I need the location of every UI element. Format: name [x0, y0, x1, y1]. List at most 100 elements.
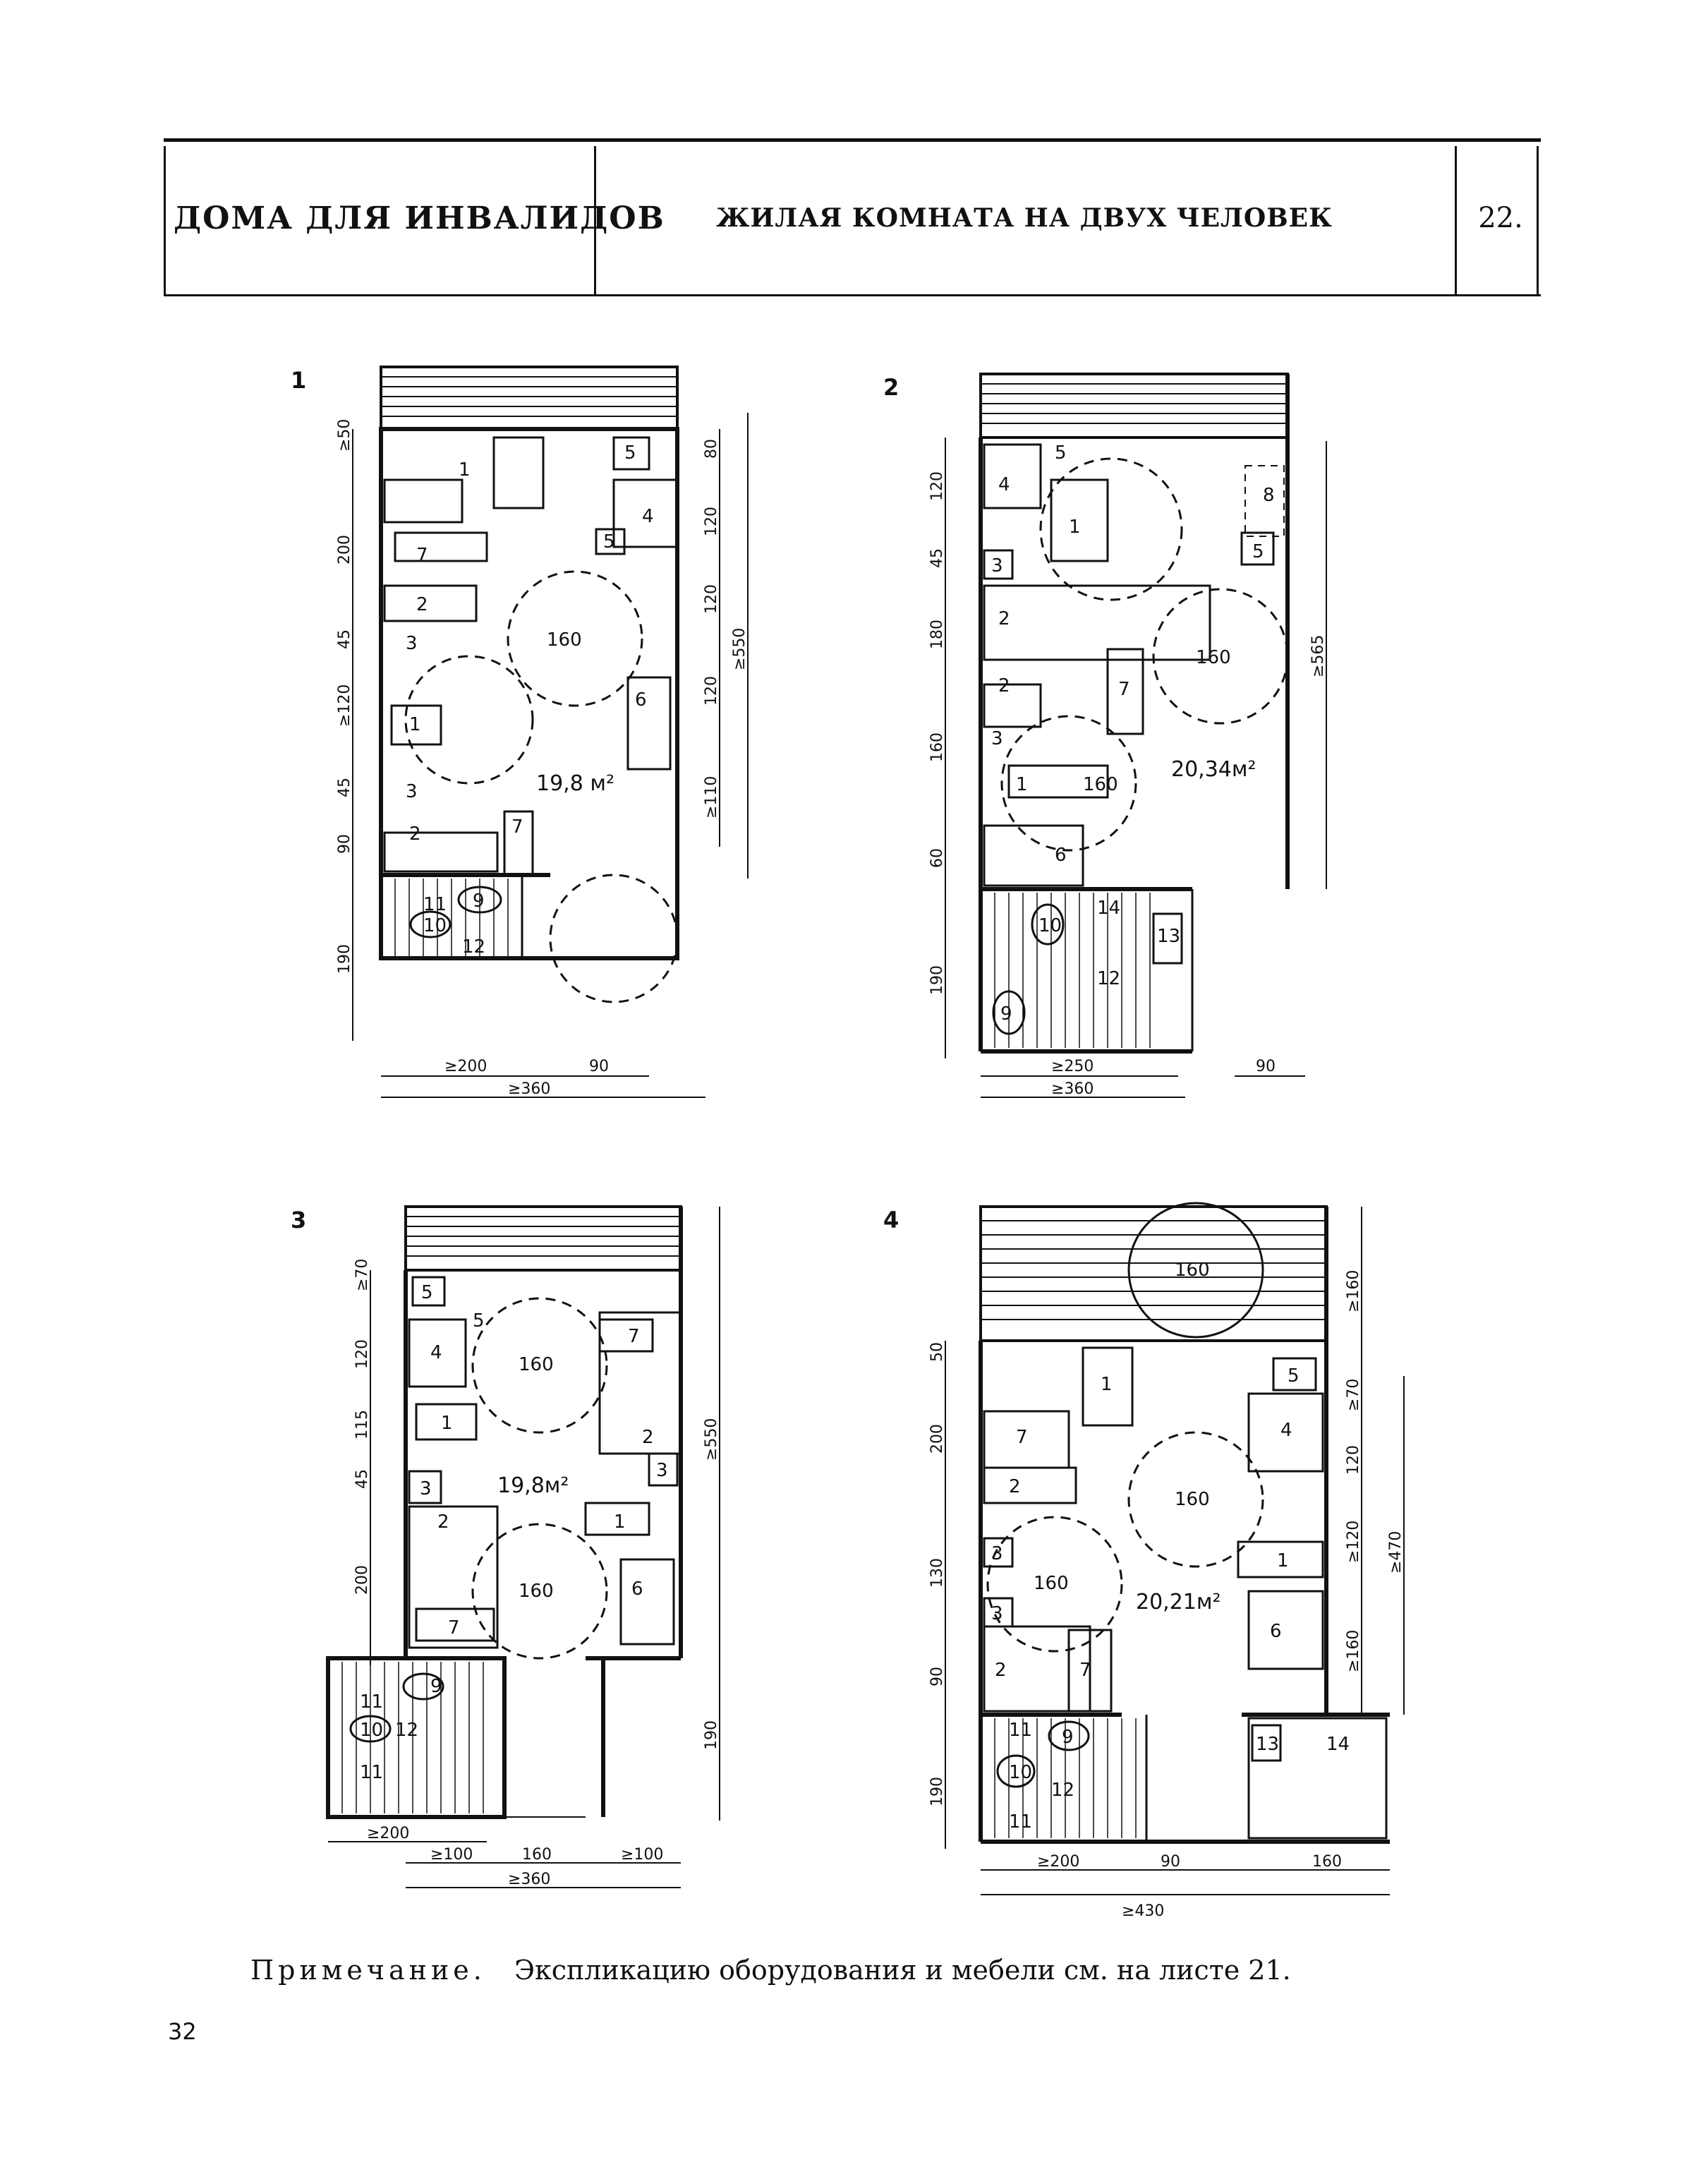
item-label: 14 — [1326, 1734, 1350, 1755]
item-label: 1 — [1277, 1550, 1289, 1571]
dimension-label: ≥470 — [1387, 1531, 1405, 1574]
item-label: 3 — [991, 728, 1003, 749]
sheet-header: ДОМА ДЛЯ ИНВАЛИДОВ ЖИЛАЯ КОМНАТА НА ДВУХ… — [164, 138, 1541, 296]
item-label: 10 — [423, 915, 447, 936]
item-label: 4 — [430, 1342, 442, 1363]
item-label: 1 — [1069, 517, 1081, 538]
item-label: 1 — [614, 1511, 626, 1533]
floor-plan-3: 5 4 5 7 1 2 3 3 2 1 7 6 9 11 10 12 11 16… — [326, 1205, 720, 1888]
item-label: 6 — [1055, 845, 1067, 866]
header-divider — [1537, 146, 1539, 294]
item-label: 9 — [1062, 1727, 1074, 1748]
item-label: 7 — [511, 816, 523, 838]
item-label: 9 — [473, 891, 485, 912]
header-section-title: ДОМА ДЛЯ ИНВАЛИДОВ — [174, 200, 665, 236]
item-label: 10 — [1009, 1762, 1032, 1783]
item-label: 1 — [1101, 1374, 1113, 1395]
dimension-label: 115 — [353, 1410, 371, 1439]
header-divider — [164, 146, 166, 294]
dimension-label: ≥565 — [1309, 635, 1327, 677]
item-label: 2 — [1009, 1476, 1021, 1497]
item-label: 2 — [998, 675, 1010, 696]
turning-circle-label: 160 — [1175, 1489, 1210, 1510]
dimension-label: 120 — [353, 1339, 371, 1369]
item-label: 11 — [360, 1762, 383, 1783]
dimension-label: 190 — [336, 944, 353, 974]
item-label: 12 — [1051, 1780, 1074, 1801]
item-label: 9 — [430, 1676, 442, 1697]
item-label: 7 — [1118, 679, 1130, 700]
plan-number: 1 — [291, 367, 307, 394]
item-label: 7 — [1079, 1660, 1091, 1681]
item-label: 1 — [441, 1413, 453, 1434]
dimension-label: ≥120 — [1345, 1521, 1362, 1563]
dimension-label: ≥360 — [508, 1871, 550, 1888]
plan-number: 2 — [883, 374, 900, 401]
dimension-label: 80 — [703, 439, 720, 459]
item-label: 11 — [1009, 1811, 1032, 1833]
dimension-label: 45 — [336, 778, 353, 797]
dimension-label: 120 — [703, 584, 720, 614]
dimension-label: ≥430 — [1122, 1902, 1164, 1920]
dimension-label: 160 — [522, 1846, 552, 1864]
dimension-label: 50 — [928, 1342, 946, 1362]
item-label: 2 — [416, 594, 428, 615]
item-label: 2 — [437, 1511, 449, 1533]
dimension-label: ≥360 — [508, 1080, 550, 1098]
item-label: 3 — [991, 1603, 1003, 1624]
dimension-label: ≥200 — [444, 1058, 487, 1075]
item-label: 4 — [1280, 1420, 1292, 1441]
item-label: 5 — [1252, 541, 1264, 562]
item-label: 3 — [406, 633, 418, 654]
floor-plan-1: 1 7 2 3 1 3 2 7 5 4 5 6 11 9 10 12 160 1… — [336, 366, 749, 1098]
dimension-label: ≥70 — [353, 1259, 371, 1291]
dimension-label: 45 — [928, 548, 946, 568]
item-label: 3 — [420, 1478, 432, 1499]
item-label: 9 — [1000, 1003, 1012, 1025]
dimension-label: ≥110 — [703, 776, 720, 819]
item-label: 12 — [462, 936, 485, 958]
dimension-label: 90 — [1161, 1853, 1180, 1871]
item-label: 4 — [642, 506, 654, 527]
turning-circle-label: 160 — [519, 1354, 554, 1375]
item-label: 7 — [628, 1326, 640, 1347]
dimension-label: 45 — [353, 1469, 371, 1489]
item-label: 2 — [409, 823, 421, 845]
dimension-label: ≥200 — [367, 1825, 409, 1842]
turning-circle-label: 160 — [1083, 774, 1118, 795]
item-label: 5 — [1055, 442, 1067, 464]
dimension-label: 90 — [928, 1667, 946, 1686]
room-area: 19,8м² — [497, 1473, 569, 1498]
dimension-label: 190 — [703, 1720, 720, 1750]
dimension-label: 120 — [928, 471, 946, 501]
header-sheet-number: 22. — [1478, 202, 1523, 234]
dimension-label: 190 — [928, 965, 946, 995]
item-label: 7 — [416, 545, 428, 566]
item-label: 1 — [409, 714, 421, 735]
item-label: 11 — [423, 894, 447, 915]
dimension-label: 60 — [928, 848, 946, 868]
item-label: 2 — [642, 1427, 654, 1448]
room-area: 19,8 м² — [536, 771, 614, 796]
dimension-label: 120 — [703, 507, 720, 536]
item-label: 2 — [998, 608, 1010, 629]
dimension-label: 180 — [928, 620, 946, 649]
item-label: 7 — [1016, 1427, 1028, 1448]
dimension-label: 200 — [353, 1565, 371, 1595]
dimension-label: 45 — [336, 629, 353, 649]
floor-plan-4: 1 7 2 3 3 2 7 5 4 1 6 9 11 10 12 11 13 1… — [928, 1202, 1405, 1920]
footnote: Примечание. Экспликацию оборудования и м… — [250, 1955, 1291, 1986]
item-label: 12 — [1097, 968, 1120, 989]
item-label: 11 — [1009, 1720, 1032, 1741]
item-label: 13 — [1256, 1734, 1279, 1755]
item-label: 10 — [360, 1720, 383, 1741]
dimension-label: 120 — [1345, 1445, 1362, 1475]
dimension-label: 120 — [703, 676, 720, 706]
item-label: 3 — [406, 781, 418, 802]
item-label: 4 — [998, 474, 1010, 495]
dimension-label: ≥70 — [1345, 1379, 1362, 1411]
item-label: 5 — [603, 531, 615, 553]
dimension-label: ≥550 — [703, 1418, 720, 1461]
footnote-label: Примечание. — [250, 1955, 486, 1986]
item-label: 8 — [1263, 485, 1275, 506]
